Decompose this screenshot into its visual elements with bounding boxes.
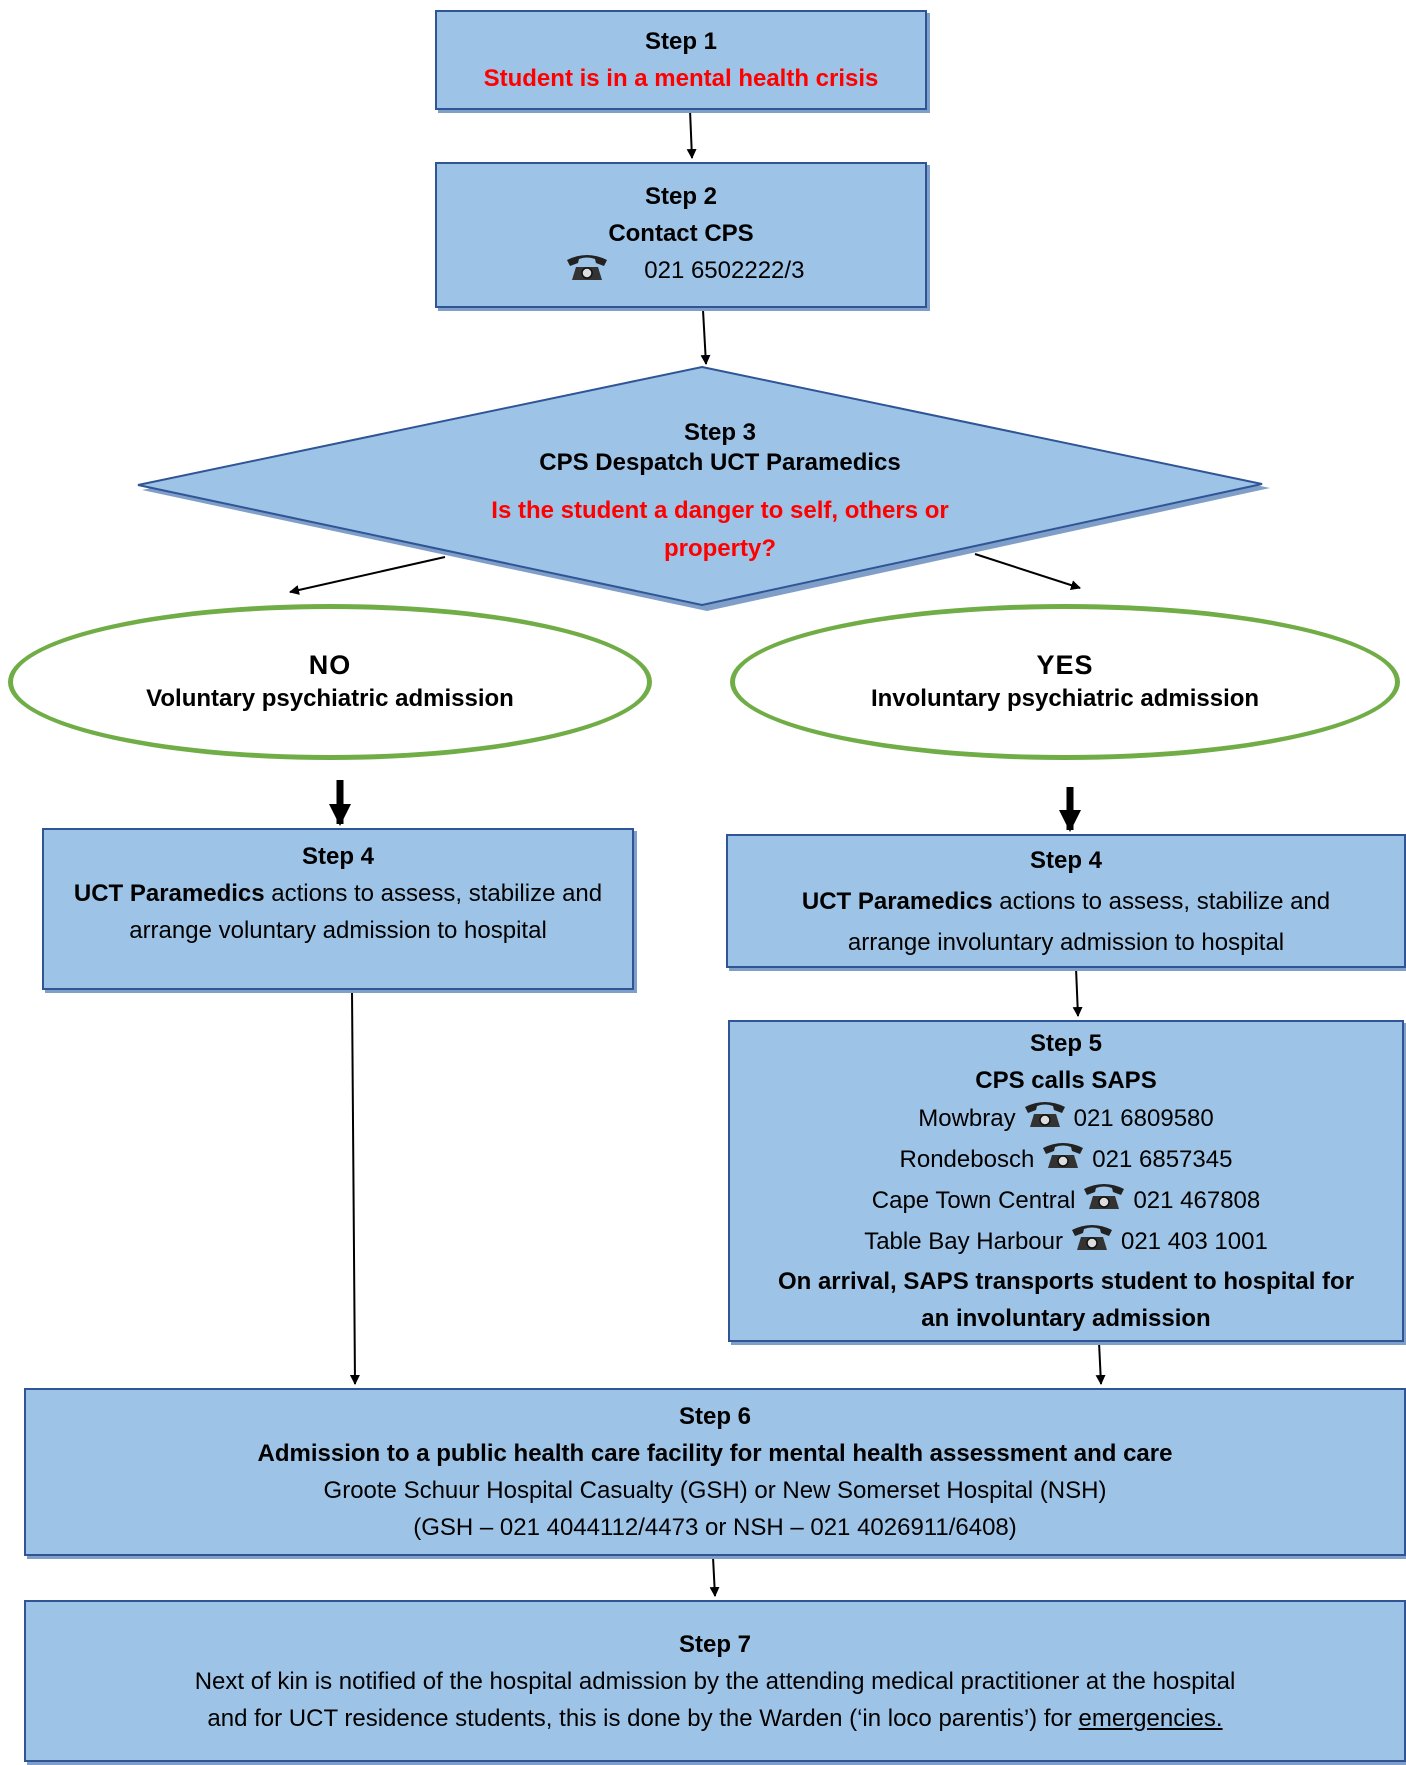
step4-left-title: Step 4 [301,843,375,870]
telephone-icon [1081,1181,1127,1222]
step3-subtitle: CPS Despatch UCT Paramedics [539,449,901,476]
step6-box: Step 6 Admission to a public health care… [24,1388,1406,1556]
step3-title: Step 3 [683,419,757,446]
step1-title: Step 1 [644,28,718,55]
step5-subtitle: CPS calls SAPS [975,1067,1157,1094]
saps-station-name: Table Bay Harbour [864,1227,1063,1255]
step1-text: Student is in a mental health crisis [483,65,879,92]
arrow-step2-step3 [700,309,711,365]
saps-station-row: Cape Town Central 021 467808 [864,1181,1268,1222]
step4-right-title: Step 4 [1029,846,1103,874]
telephone-icon [1022,1099,1068,1140]
no-ellipse: NO Voluntary psychiatric admission [8,604,652,760]
telephone-icon [564,252,610,293]
step5-footer2: an involuntary admission [921,1305,1211,1332]
step4-left-line1: UCT Paramedics actions to assess, stabil… [74,875,602,912]
step5-footer1: On arrival, SAPS transports student to h… [777,1268,1355,1295]
arrow-step1-step2 [686,109,697,159]
saps-station-phone[interactable]: 021 467808 [1133,1186,1261,1214]
arrow-step3-no [289,556,446,595]
step7-title: Step 7 [678,1630,752,1658]
arrow-step6-step7 [709,1556,720,1597]
telephone-icon [1040,1140,1086,1181]
step6-line1: Groote Schuur Hospital Casualty (GSH) or… [323,1477,1107,1504]
step2-phone-line: 021 6502222/3 [558,252,805,293]
arrow-step4-step5 [1072,967,1083,1017]
step4-right-text1: actions to assess, stabilize and [992,887,1331,915]
step7-line2-wrap: and for UCT residence students, this is … [207,1700,1222,1737]
step4-left-box: Step 4 UCT Paramedics actions to assess,… [42,828,634,990]
step7-line1: Next of kin is notified of the hospital … [194,1667,1236,1695]
saps-station-row: Mowbray 021 6809580 [864,1099,1268,1140]
step4-left-bold: UCT Paramedics [73,880,265,907]
saps-station-name: Rondebosch [899,1145,1035,1173]
yes-label: YES [1036,650,1094,680]
telephone-icon [1069,1222,1115,1263]
saps-station-phone[interactable]: 021 6809580 [1073,1104,1214,1132]
decision-diamond [137,365,1263,607]
step2-text: Contact CPS [608,219,754,247]
step5-title: Step 5 [1029,1030,1103,1057]
step5-box: Step 5 CPS calls SAPS Mowbray 021 6809580… [728,1020,1404,1342]
saps-station-row: Rondebosch 021 6857345 [864,1140,1268,1181]
emergencies-link[interactable]: emergencies. [1078,1704,1223,1732]
step4-right-line1: UCT Paramedics actions to assess, stabil… [802,881,1330,922]
step3-question-line2: property? [663,535,776,562]
step6-line2: (GSH – 021 4044112/4473 or NSH – 021 402… [413,1514,1017,1541]
saps-station-row: Table Bay Harbour 021 403 1001 [864,1222,1268,1263]
step4-right-bold: UCT Paramedics [801,887,993,915]
step2-box: Step 2 Contact CPS 021 6502222/3 [435,162,927,308]
saps-station-phone[interactable]: 021 6857345 [1092,1145,1233,1173]
arrow-step5-step6 [1095,1341,1106,1385]
step4-right-box: Step 4 UCT Paramedics actions to assess,… [726,834,1406,968]
saps-station-name: Mowbray [918,1104,1016,1132]
step3-text-block: Step 3 CPS Despatch UCT Paramedics Is th… [380,418,1060,568]
step1-box: Step 1 Student is in a mental health cri… [435,10,927,110]
arrow-step4left-step6 [349,989,360,1385]
no-label: NO [308,650,352,680]
step4-left-text2: arrange voluntary admission to hospital [129,917,547,944]
arrow-step3-yes [974,553,1081,590]
saps-station-phone[interactable]: 021 403 1001 [1120,1227,1268,1255]
step6-title: Step 6 [678,1403,752,1430]
step2-title: Step 2 [644,182,718,210]
saps-station-name: Cape Town Central [871,1186,1076,1214]
step3-question-line1: Is the student a danger to self, others … [491,497,949,524]
yes-text: Involuntary psychiatric admission [870,685,1260,712]
step7-line2: and for UCT residence students, this is … [207,1704,1079,1732]
step6-subtitle: Admission to a public health care facili… [257,1440,1173,1467]
no-text: Voluntary psychiatric admission [146,685,514,712]
step4-left-text1: actions to assess, stabilize and [264,880,603,907]
step4-right-text2: arrange involuntary admission to hospita… [847,928,1285,956]
step7-box: Step 7 Next of kin is notified of the ho… [24,1600,1406,1762]
yes-ellipse: YES Involuntary psychiatric admission [730,604,1400,760]
step2-phone[interactable]: 021 6502222/3 [644,257,805,285]
